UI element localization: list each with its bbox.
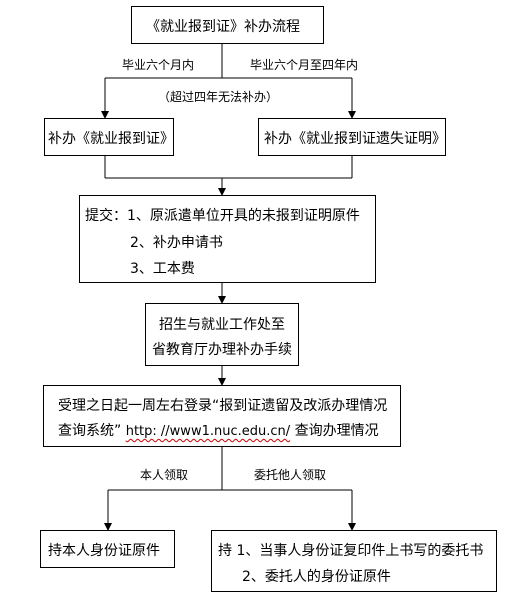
query-line-1: 受理之日起一周左右登录“报到证遗留及改派办理情况 bbox=[58, 398, 388, 414]
title-text: 《就业报到证》补办流程 bbox=[146, 19, 300, 35]
title-box: 《就业报到证》补办流程 bbox=[131, 6, 324, 44]
branch-label-right: 毕业六个月至四年内 bbox=[250, 58, 359, 72]
pickup-label-right: 委托他人领取 bbox=[254, 468, 327, 482]
right-box-text: 补办《就业报到证遗失证明》 bbox=[264, 131, 446, 147]
self-box-text: 持本人身份证原件 bbox=[48, 543, 160, 559]
branch-note: （超过四年无法补办） bbox=[158, 88, 279, 105]
left-box-text: 补办《就业报到证》 bbox=[48, 131, 174, 147]
submit-line-1: 提交：1、原派遣单位开具的未报到证明原件 bbox=[85, 208, 360, 224]
pickup-label-left: 本人领取 bbox=[140, 468, 189, 482]
right-box: 补办《就业报到证遗失证明》 bbox=[258, 118, 446, 156]
proxy-line-1: 持 1、当事人身份证复印件上书写的委托书 bbox=[218, 543, 484, 559]
submit-box: 提交：1、原派遣单位开具的未报到证明原件 2、补办申请书 3、工本费 bbox=[79, 195, 376, 283]
query-line-2: 查询系统” http: //www1.nuc.edu.cn/ 查询办理情况 bbox=[58, 420, 379, 440]
query-line-2-part3: 查询办理情况 bbox=[294, 423, 379, 439]
proxy-box: 持 1、当事人身份证复印件上书写的委托书 2、委托人的身份证原件 bbox=[211, 530, 497, 592]
branch-label-left: 毕业六个月内 bbox=[122, 58, 195, 72]
office-line-1: 招生与就业工作处至 bbox=[159, 317, 285, 333]
query-url-link[interactable]: http: //www1.nuc.edu.cn/ bbox=[125, 424, 291, 439]
self-box: 持本人身份证原件 bbox=[40, 530, 175, 568]
proxy-line-2: 2、委托人的身份证原件 bbox=[242, 569, 391, 585]
office-line-2: 省教育厅办理补办手续 bbox=[152, 342, 292, 358]
left-box: 补办《就业报到证》 bbox=[44, 118, 174, 156]
query-box: 受理之日起一周左右登录“报到证遗留及改派办理情况 查询系统” http: //w… bbox=[43, 385, 401, 447]
submit-line-2: 2、补办申请书 bbox=[130, 235, 223, 251]
submit-line-3: 3、工本费 bbox=[130, 261, 195, 277]
office-box: 招生与就业工作处至 省教育厅办理补办手续 bbox=[145, 303, 299, 366]
query-line-2-part1: 查询系统” bbox=[58, 423, 122, 439]
